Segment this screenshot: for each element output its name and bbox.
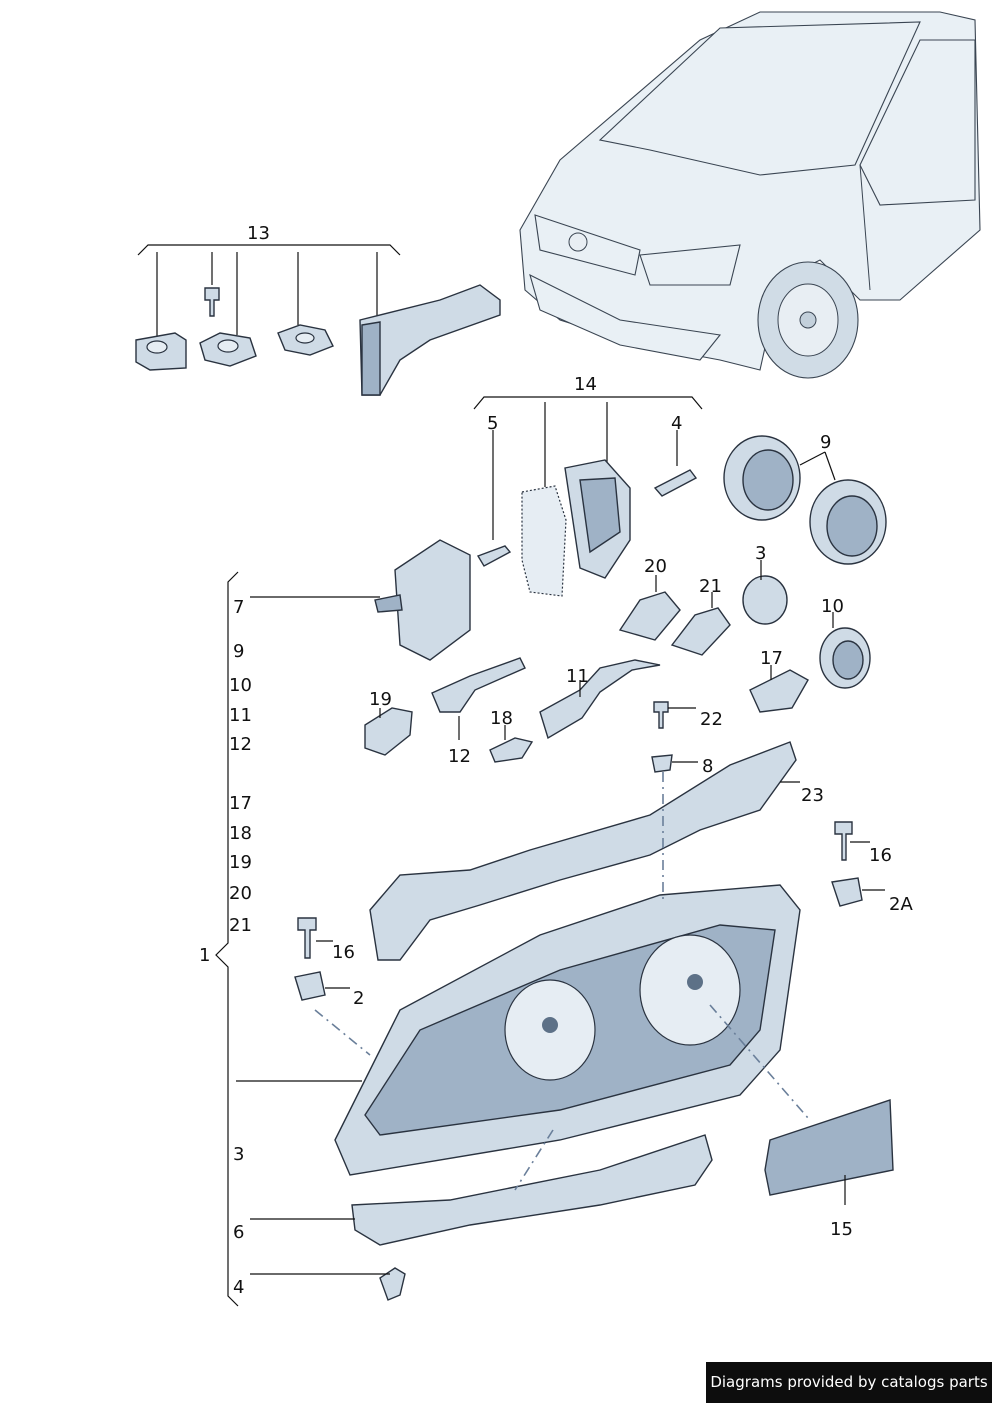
label-5: 5 <box>487 413 498 434</box>
label-11-part: 11 <box>566 666 589 687</box>
small-parts <box>294 539 863 1301</box>
label-21-top: 21 <box>699 576 722 597</box>
label-16-left: 16 <box>332 942 355 963</box>
label-14: 14 <box>574 374 597 395</box>
label-9-top: 9 <box>820 432 831 453</box>
label-18-list: 18 <box>229 823 252 844</box>
car-illustration <box>519 11 981 379</box>
label-11-list: 11 <box>229 705 252 726</box>
label-20-top: 20 <box>644 556 667 577</box>
label-3-top: 3 <box>755 543 766 564</box>
label-4-top: 4 <box>671 413 682 434</box>
label-17-part: 17 <box>760 648 783 669</box>
label-8: 8 <box>702 756 713 777</box>
label-22: 22 <box>700 709 723 730</box>
label-10-top: 10 <box>821 596 844 617</box>
label-12-list: 12 <box>229 734 252 755</box>
label-16-right: 16 <box>869 845 892 866</box>
label-18-part: 18 <box>490 708 513 729</box>
label-15: 15 <box>830 1219 853 1240</box>
label-4-list: 4 <box>233 1277 244 1298</box>
lens-15 <box>764 1099 894 1196</box>
label-9-list: 9 <box>233 641 244 662</box>
label-3-list: 3 <box>233 1144 244 1165</box>
label-2: 2 <box>353 988 364 1009</box>
credit-banner: Diagrams provided by catalogs parts <box>706 1362 992 1403</box>
label-17-list: 17 <box>229 793 252 814</box>
label-6: 6 <box>233 1222 244 1243</box>
strip-6 <box>351 1134 713 1246</box>
label-20-list: 20 <box>229 883 252 904</box>
label-19-part: 19 <box>369 689 392 710</box>
callout-labels: 13 14 5 4 9 20 21 3 10 7 9 10 11 12 17 1… <box>199 223 913 1298</box>
leader-lines <box>236 451 885 1275</box>
label-7: 7 <box>233 597 244 618</box>
headlight-housing <box>334 884 801 1176</box>
group-14 <box>473 396 703 597</box>
label-13: 13 <box>247 223 270 244</box>
label-2A: 2A <box>889 894 913 915</box>
label-23: 23 <box>801 785 824 806</box>
label-19-list: 19 <box>229 852 252 873</box>
caps <box>723 435 887 689</box>
label-21-list: 21 <box>229 915 252 936</box>
bracket-23 <box>369 741 797 961</box>
label-12-part: 12 <box>448 746 471 767</box>
label-10-list: 10 <box>229 675 252 696</box>
group-13 <box>135 244 501 396</box>
label-1: 1 <box>199 945 210 966</box>
